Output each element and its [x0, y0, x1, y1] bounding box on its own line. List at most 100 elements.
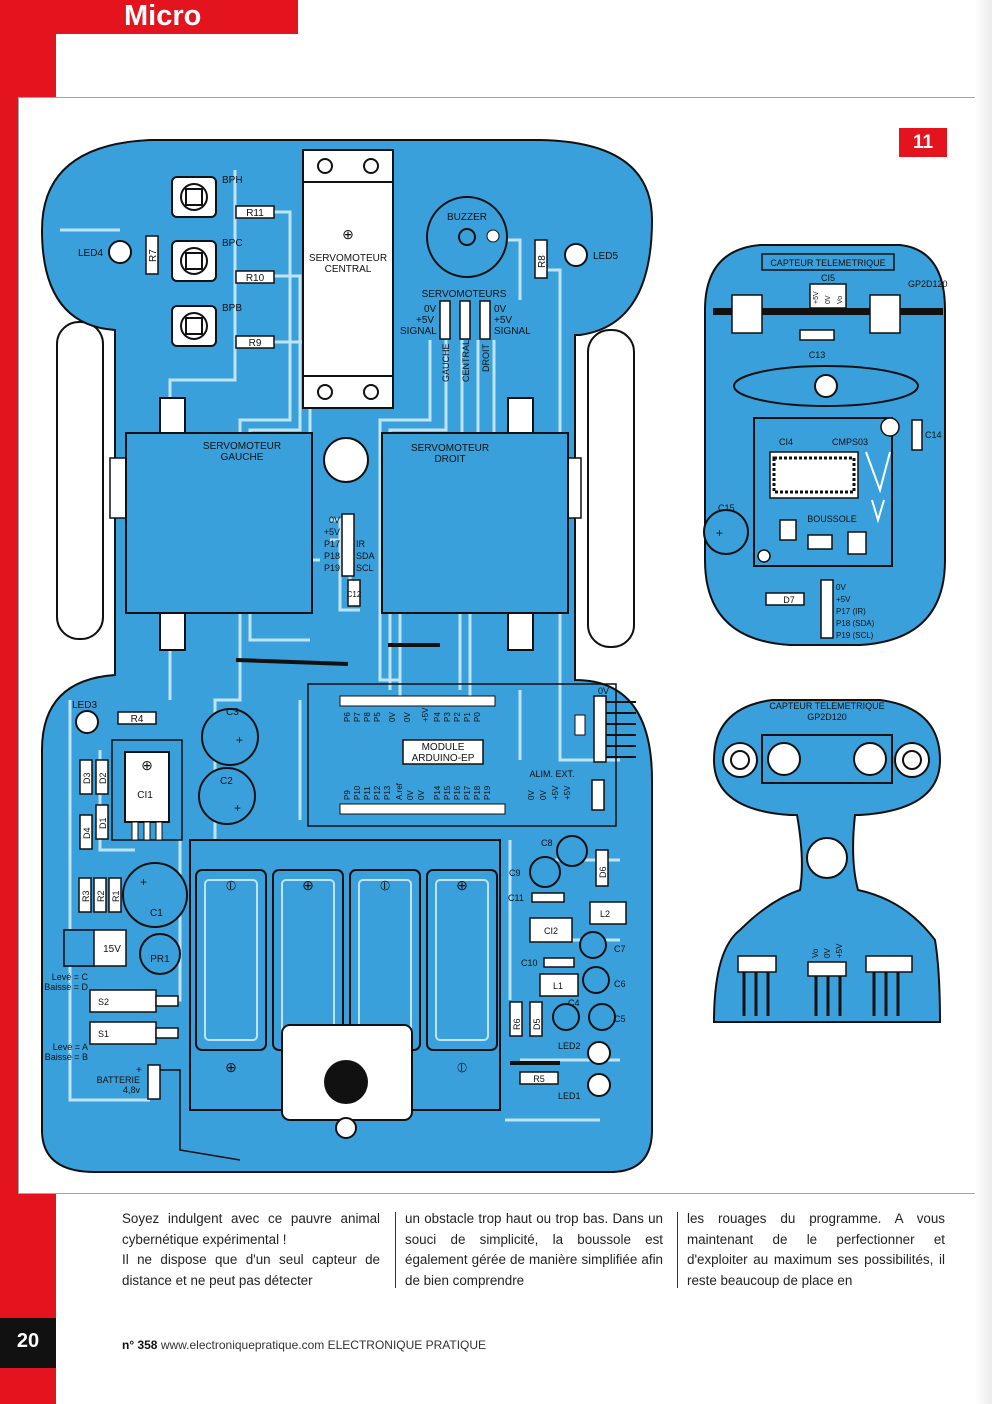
- svg-text:ARDUINO-EP: ARDUINO-EP: [412, 753, 475, 764]
- compass-board: CAPTEUR TELEMETRIQUE CI5 GP2D120 +5V 0V …: [703, 244, 948, 646]
- page-number-box: 20: [0, 1318, 56, 1368]
- svg-text:ALIM. EXT.: ALIM. EXT.: [529, 769, 574, 779]
- regulator-ci1: ⊕ CI1: [111, 739, 183, 841]
- label-led5: LED5: [593, 251, 618, 262]
- svg-text:R9: R9: [249, 338, 262, 349]
- svg-text:Baissé = B: Baissé = B: [45, 1052, 88, 1062]
- article-paragraph: les rouages du programme. A vous mainten…: [687, 1211, 945, 1288]
- svg-text:P18 (SDA): P18 (SDA): [836, 619, 875, 628]
- svg-text:CENTRAL: CENTRAL: [461, 340, 471, 382]
- article-paragraph: Soyez indulgent avec ce pauvre animal cy…: [122, 1211, 380, 1247]
- svg-text:D2: D2: [98, 772, 108, 784]
- svg-text:R11: R11: [246, 208, 264, 219]
- svg-text:MODULE: MODULE: [422, 742, 465, 753]
- led3: [75, 710, 99, 734]
- page-number: 20: [16, 1330, 40, 1352]
- servo-central: ⊕ SERVOMOTEUR CENTRAL: [302, 149, 394, 409]
- svg-text:C8: C8: [541, 838, 553, 848]
- svg-text:P18: P18: [324, 551, 340, 561]
- switch-s1: S1 Levé = A Baissé = B: [45, 1021, 179, 1062]
- svg-text:R5: R5: [533, 1074, 545, 1084]
- svg-text:C7: C7: [614, 944, 626, 954]
- svg-text:P19: P19: [324, 563, 340, 573]
- svg-text:BOUSSOLE: BOUSSOLE: [807, 514, 857, 524]
- svg-text:⊕: ⊕: [302, 877, 314, 893]
- svg-text:P4: P4: [433, 712, 442, 722]
- capacitor-c3: C3 +: [201, 707, 259, 766]
- resistor-r10: R10: [235, 270, 275, 284]
- svg-text:0V: 0V: [527, 790, 536, 800]
- svg-text:+: +: [136, 1065, 142, 1076]
- svg-text:P2: P2: [453, 712, 462, 722]
- svg-text:0V: 0V: [539, 790, 548, 800]
- label-bpc: BPC: [222, 238, 243, 249]
- svg-text:C2: C2: [220, 776, 233, 787]
- svg-text:P19 (SCL): P19 (SCL): [836, 631, 874, 640]
- svg-text:+: +: [236, 733, 243, 747]
- svg-text:CI4: CI4: [779, 437, 793, 447]
- sensor-board: CAPTEUR TELEMETRIQUE GP2D120 Vo 0V +5V: [712, 699, 942, 1023]
- svg-text:P7: P7: [353, 712, 362, 722]
- svg-text:SERVOMOTEURS: SERVOMOTEURS: [422, 289, 507, 300]
- magazine-name: ELECTRONIQUE PRATIQUE: [327, 1338, 487, 1352]
- battery-connector: BATTERIE 4,8v +: [97, 1064, 241, 1161]
- svg-text:D1: D1: [98, 817, 108, 829]
- svg-text:C15: C15: [718, 503, 735, 513]
- svg-text:Levé = C: Levé = C: [52, 972, 89, 982]
- led4: [108, 240, 132, 264]
- svg-text:Vo: Vo: [837, 296, 844, 304]
- svg-text:Baissé = D: Baissé = D: [44, 982, 88, 992]
- svg-text:C4: C4: [568, 998, 580, 1008]
- svg-text:0V: 0V: [388, 712, 397, 722]
- svg-text:P6: P6: [343, 712, 352, 722]
- svg-text:SCL: SCL: [356, 563, 374, 573]
- wire-strap: [235, 658, 349, 666]
- svg-text:R6: R6: [512, 1018, 522, 1030]
- svg-text:0V: 0V: [598, 686, 609, 696]
- page-footer: n° 358 www.electroniquepratique.com ELEC…: [122, 1338, 486, 1352]
- svg-text:R1: R1: [111, 890, 121, 902]
- buzzer: BUZZER: [426, 196, 508, 278]
- svg-text:+5V: +5V: [835, 943, 844, 958]
- svg-text:C9: C9: [509, 868, 521, 878]
- battery-holder: ⦶ ⊕ ⦶ ⊕ ⊕ ⦶: [189, 839, 501, 1139]
- svg-text:D3: D3: [82, 772, 92, 784]
- svg-text:R2: R2: [96, 890, 106, 902]
- svg-text:C13: C13: [809, 350, 826, 360]
- svg-text:C1: C1: [150, 908, 163, 919]
- trimmer-pr1: PR1: [139, 933, 181, 975]
- svg-text:R7: R7: [148, 249, 159, 262]
- svg-text:⦶: ⦶: [225, 877, 236, 893]
- svg-text:GP2D120: GP2D120: [908, 279, 948, 289]
- power-section: C8 C9 D6 C11 L2 CI2 C7 C10 L1 C6 C4 C5 R…: [508, 835, 627, 1101]
- svg-text:0V: 0V: [329, 515, 340, 525]
- label-bpb: BPB: [222, 303, 242, 314]
- label-led4: LED4: [78, 248, 103, 259]
- article-paragraph: un obstacle trop haut ou trop bas. Dans …: [405, 1211, 663, 1288]
- svg-text:P9: P9: [343, 790, 352, 800]
- svg-text:SERVOMOTEUR: SERVOMOTEUR: [411, 443, 489, 454]
- svg-text:CI5: CI5: [821, 273, 835, 283]
- svg-text:C11: C11: [508, 893, 524, 903]
- resistors-left: R3 R2 R1: [78, 877, 122, 913]
- resistor-r4: R4: [117, 711, 157, 725]
- button-bpc: [171, 240, 217, 282]
- svg-text:⊕: ⊕: [141, 757, 153, 773]
- svg-text:P13: P13: [383, 785, 392, 800]
- svg-text:R8: R8: [537, 255, 548, 268]
- svg-text:D4: D4: [82, 827, 92, 839]
- website-link[interactable]: www.electroniquepratique.com: [160, 1338, 325, 1352]
- svg-text:D5: D5: [532, 1018, 542, 1030]
- section-title: Micro: [124, 0, 202, 32]
- svg-text:GAUCHE: GAUCHE: [221, 452, 264, 463]
- figure-number: 11: [899, 128, 947, 157]
- svg-text:0V: 0V: [836, 583, 846, 592]
- svg-text:R10: R10: [246, 273, 265, 284]
- svg-text:SERVOMOTEUR: SERVOMOTEUR: [309, 253, 387, 264]
- svg-text:+5V: +5V: [416, 315, 434, 326]
- svg-text:L2: L2: [600, 909, 610, 919]
- svg-text:CAPTEUR TELEMETRIQUE: CAPTEUR TELEMETRIQUE: [770, 258, 885, 268]
- svg-text:+5V: +5V: [421, 707, 430, 722]
- svg-text:15V: 15V: [103, 944, 121, 955]
